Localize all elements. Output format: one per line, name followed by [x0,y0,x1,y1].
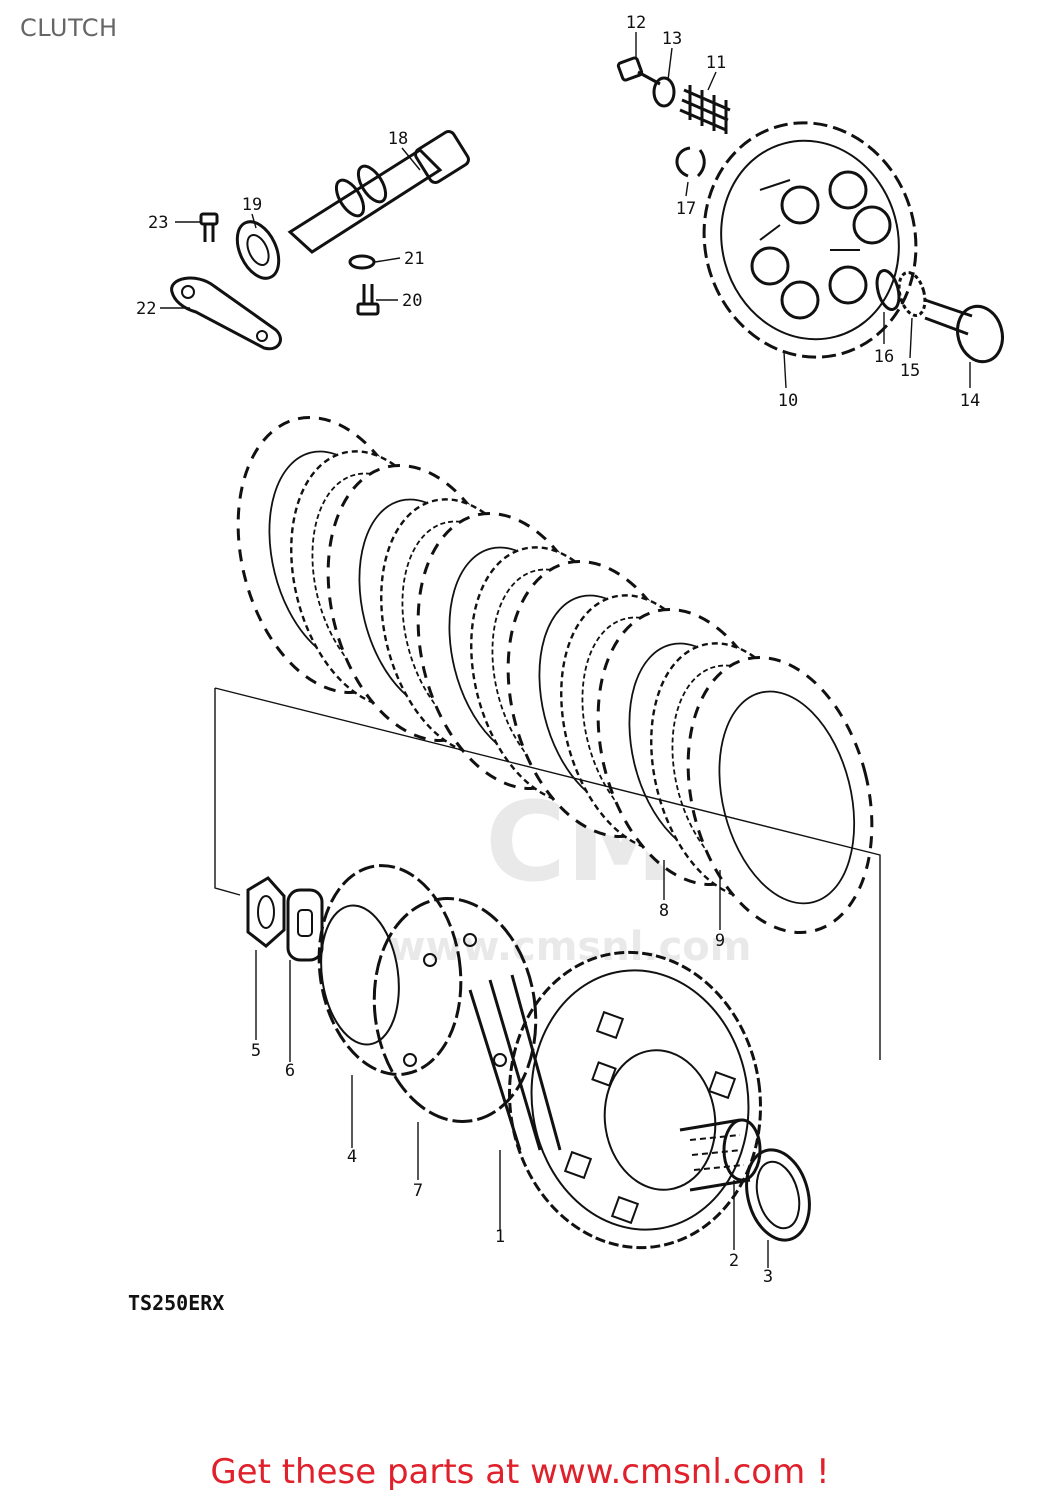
release-shaft [287,129,470,254]
callout-23: 23 [148,213,168,233]
callout-20: 20 [402,291,422,311]
clutch-plate-stack [236,416,874,934]
clutch-hub-group [246,864,811,1250]
lock-washer [286,888,324,962]
callout-13: 13 [662,29,682,49]
bolt-20 [356,284,380,316]
thrust-washer [745,1148,811,1242]
callout-18: 18 [388,129,408,149]
watermark-url: www.cmsnl.com [389,924,752,970]
friction-plate-inner [718,690,856,905]
callout-19: 19 [242,195,262,215]
needle-bearing [679,1118,762,1192]
model-code: TS250ERX [128,1291,224,1315]
circlip [675,146,706,178]
friction-plate [686,656,874,934]
callout-6: 6 [285,1061,295,1081]
callout-3: 3 [763,1267,773,1287]
parts-link-banner[interactable]: Get these parts at www.cmsnl.com ! [210,1452,830,1492]
clutch-spring [679,85,731,134]
pressure-plate [702,121,918,359]
clutch-sleeve-hub [317,864,463,1076]
callout-7: 7 [413,1181,423,1201]
washer-13 [652,76,676,108]
bolt-23 [199,212,219,242]
callout-1: 1 [495,1227,505,1247]
callout-labels: 1 2 3 4 5 6 7 8 9 10 11 12 13 14 15 16 1… [136,13,980,1287]
page-title: CLUTCH [20,14,118,42]
group-bracket [214,687,881,1060]
release-shaft-group [170,129,470,351]
callout-16: 16 [874,347,894,367]
callout-2: 2 [729,1251,739,1271]
callout-15: 15 [900,361,920,381]
callout-21: 21 [404,249,424,269]
callout-9: 9 [715,931,725,951]
callout-8: 8 [659,901,669,921]
callout-22: 22 [136,299,156,319]
push-piece [924,298,1004,364]
callout-12: 12 [626,13,646,33]
thrust-bearing [897,271,927,317]
clutch-nut [246,876,286,948]
leader-lines [160,32,971,1268]
washer-16 [875,269,901,311]
callout-4: 4 [347,1147,357,1167]
callout-14: 14 [960,391,980,411]
callout-10: 10 [778,391,798,411]
oil-seal [235,220,281,280]
callout-17: 17 [676,199,696,219]
washer-21 [348,254,376,270]
release-arm [170,276,282,351]
clutch-pressure-disc [372,897,538,1123]
spring-bolt [616,56,661,86]
pressure-plate-group [616,56,1004,364]
callout-11: 11 [706,53,726,73]
callout-5: 5 [251,1041,261,1061]
primary-driven-gear-housing [468,950,762,1250]
